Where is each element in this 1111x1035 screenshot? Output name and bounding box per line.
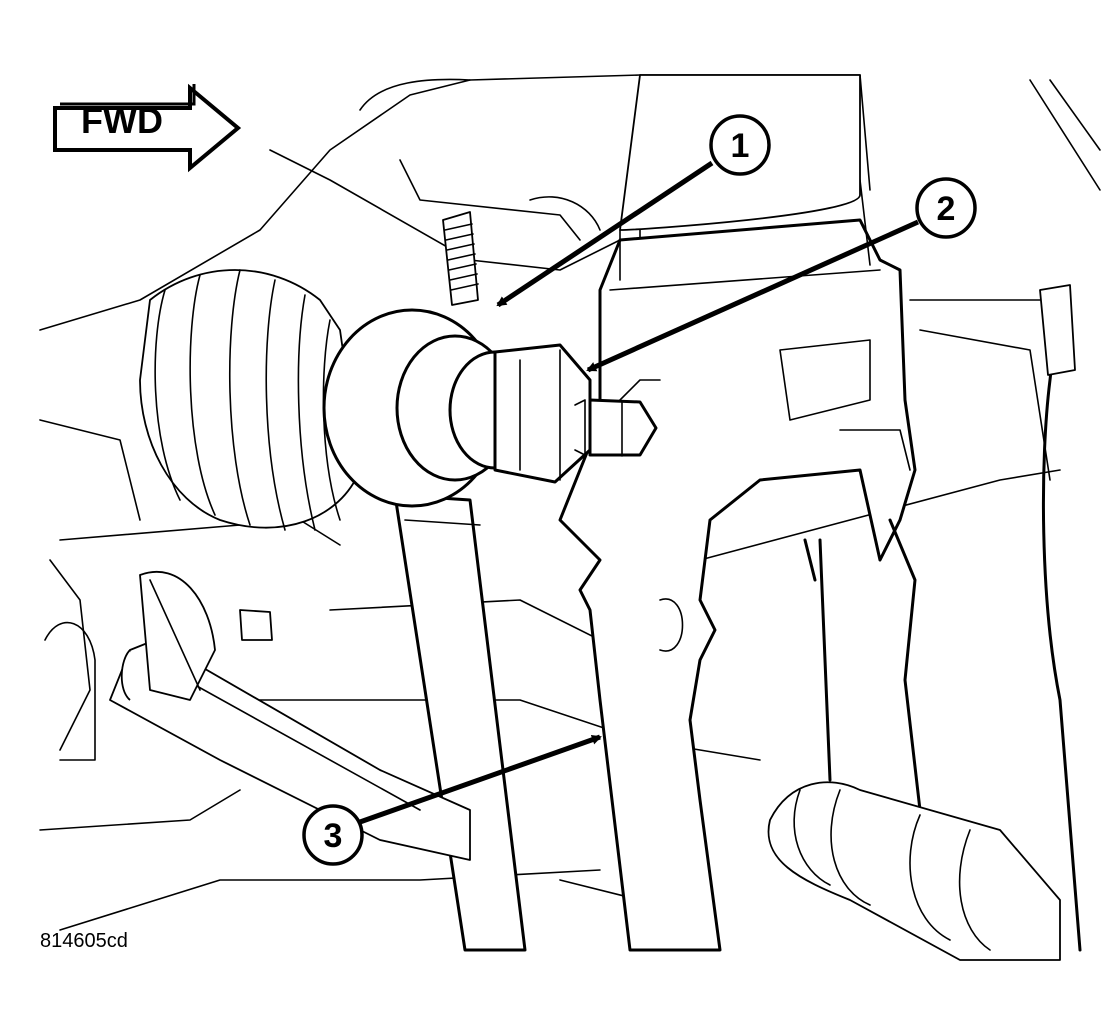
leader-lines (359, 160, 920, 825)
callout-1-number: 1 (731, 127, 750, 165)
sensor-wire (442, 211, 479, 306)
callout-2: 2 (915, 177, 977, 239)
cv-boot-right (767, 781, 1061, 961)
callout-1: 1 (709, 114, 771, 176)
callout-1-leader (496, 160, 714, 308)
stabilizer-link (393, 493, 527, 952)
background-linework (39, 74, 1101, 951)
cv-boot-left (139, 269, 361, 531)
callout-2-leader (586, 219, 920, 373)
callout-3-leader (359, 734, 602, 825)
figure-id: 814605cd (40, 930, 128, 952)
callout-3-number: 3 (324, 817, 343, 855)
ball-joint-assembly (322, 308, 658, 508)
callout-2-number: 2 (937, 190, 956, 228)
fwd-arrow: FWD (53, 83, 242, 173)
steering-knuckle (558, 179, 922, 952)
fwd-label: FWD (81, 100, 163, 141)
tone-ring (139, 570, 273, 701)
callout-3: 3 (302, 804, 364, 866)
brake-line (1039, 284, 1082, 952)
